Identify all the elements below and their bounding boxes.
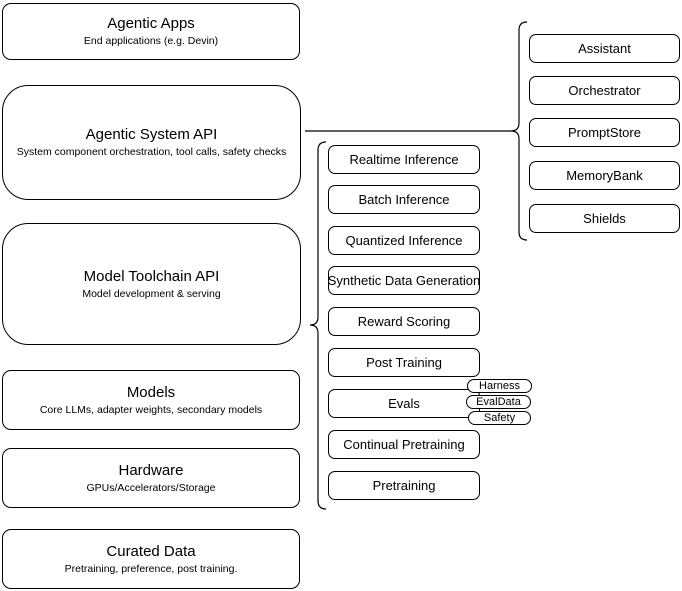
hardware-title: Hardware <box>118 461 184 479</box>
model-toolchain-api-box: Model Toolchain API Model development & … <box>2 223 301 345</box>
models-box: Models Core LLMs, adapter weights, secon… <box>2 370 300 430</box>
evaldata-pill: EvalData <box>466 395 531 409</box>
pretraining-box: Pretraining <box>328 471 480 500</box>
orchestrator-box: Orchestrator <box>529 76 680 105</box>
batch-inference-box: Batch Inference <box>328 185 480 214</box>
curated-data-title: Curated Data <box>106 542 196 560</box>
continual-pretraining-box: Continual Pretraining <box>328 430 480 459</box>
model-toolchain-api-subtitle: Model development & serving <box>82 287 221 300</box>
realtime-inference-label: Realtime Inference <box>349 152 459 167</box>
quantized-inference-box: Quantized Inference <box>328 226 480 255</box>
promptstore-box: PromptStore <box>529 118 680 147</box>
shields-box: Shields <box>529 204 680 233</box>
continual-pretraining-label: Continual Pretraining <box>343 437 465 452</box>
safety-pill: Safety <box>468 411 531 425</box>
evals-box: Evals <box>328 389 480 418</box>
promptstore-label: PromptStore <box>568 125 641 140</box>
quantized-inference-label: Quantized Inference <box>345 233 463 248</box>
hardware-subtitle: GPUs/Accelerators/Storage <box>86 481 216 494</box>
agentic-apps-title: Agentic Apps <box>107 15 195 32</box>
pretraining-label: Pretraining <box>372 478 436 493</box>
curated-data-subtitle: Pretraining, preference, post training. <box>64 562 238 575</box>
memorybank-box: MemoryBank <box>529 161 680 190</box>
right-column-brace <box>510 21 528 241</box>
assistant-label: Assistant <box>578 41 631 56</box>
agentic-system-api-box: Agentic System API System component orch… <box>2 85 301 200</box>
memorybank-label: MemoryBank <box>566 168 643 183</box>
safety-label: Safety <box>483 412 516 424</box>
harness-pill: Harness <box>467 379 532 393</box>
post-training-label: Post Training <box>366 355 442 370</box>
reward-scoring-box: Reward Scoring <box>328 307 480 336</box>
evals-label: Evals <box>388 396 420 411</box>
agentic-apps-box: Agentic Apps End applications (e.g. Devi… <box>2 3 300 60</box>
middle-column-brace <box>309 141 327 510</box>
post-training-box: Post Training <box>328 348 480 377</box>
models-title: Models <box>126 383 176 401</box>
models-subtitle: Core LLMs, adapter weights, secondary mo… <box>39 403 263 416</box>
reward-scoring-label: Reward Scoring <box>357 314 451 329</box>
shields-label: Shields <box>583 211 626 226</box>
harness-label: Harness <box>479 380 520 392</box>
agentic-apps-subtitle: End applications (e.g. Devin) <box>83 35 219 47</box>
synthetic-data-generation-box: Synthetic Data Generation <box>328 266 480 295</box>
evaldata-label: EvalData <box>476 396 521 408</box>
hardware-box: Hardware GPUs/Accelerators/Storage <box>2 448 300 508</box>
assistant-box: Assistant <box>529 34 680 63</box>
batch-inference-label: Batch Inference <box>358 192 450 207</box>
orchestrator-label: Orchestrator <box>568 83 641 98</box>
realtime-inference-box: Realtime Inference <box>328 145 480 174</box>
synthetic-data-generation-label: Synthetic Data Generation <box>327 273 481 288</box>
agentic-system-api-title: Agentic System API <box>85 126 218 143</box>
curated-data-box: Curated Data Pretraining, preference, po… <box>2 529 300 589</box>
agentic-system-api-subtitle: System component orchestration, tool cal… <box>16 146 287 158</box>
model-toolchain-api-title: Model Toolchain API <box>83 267 220 285</box>
